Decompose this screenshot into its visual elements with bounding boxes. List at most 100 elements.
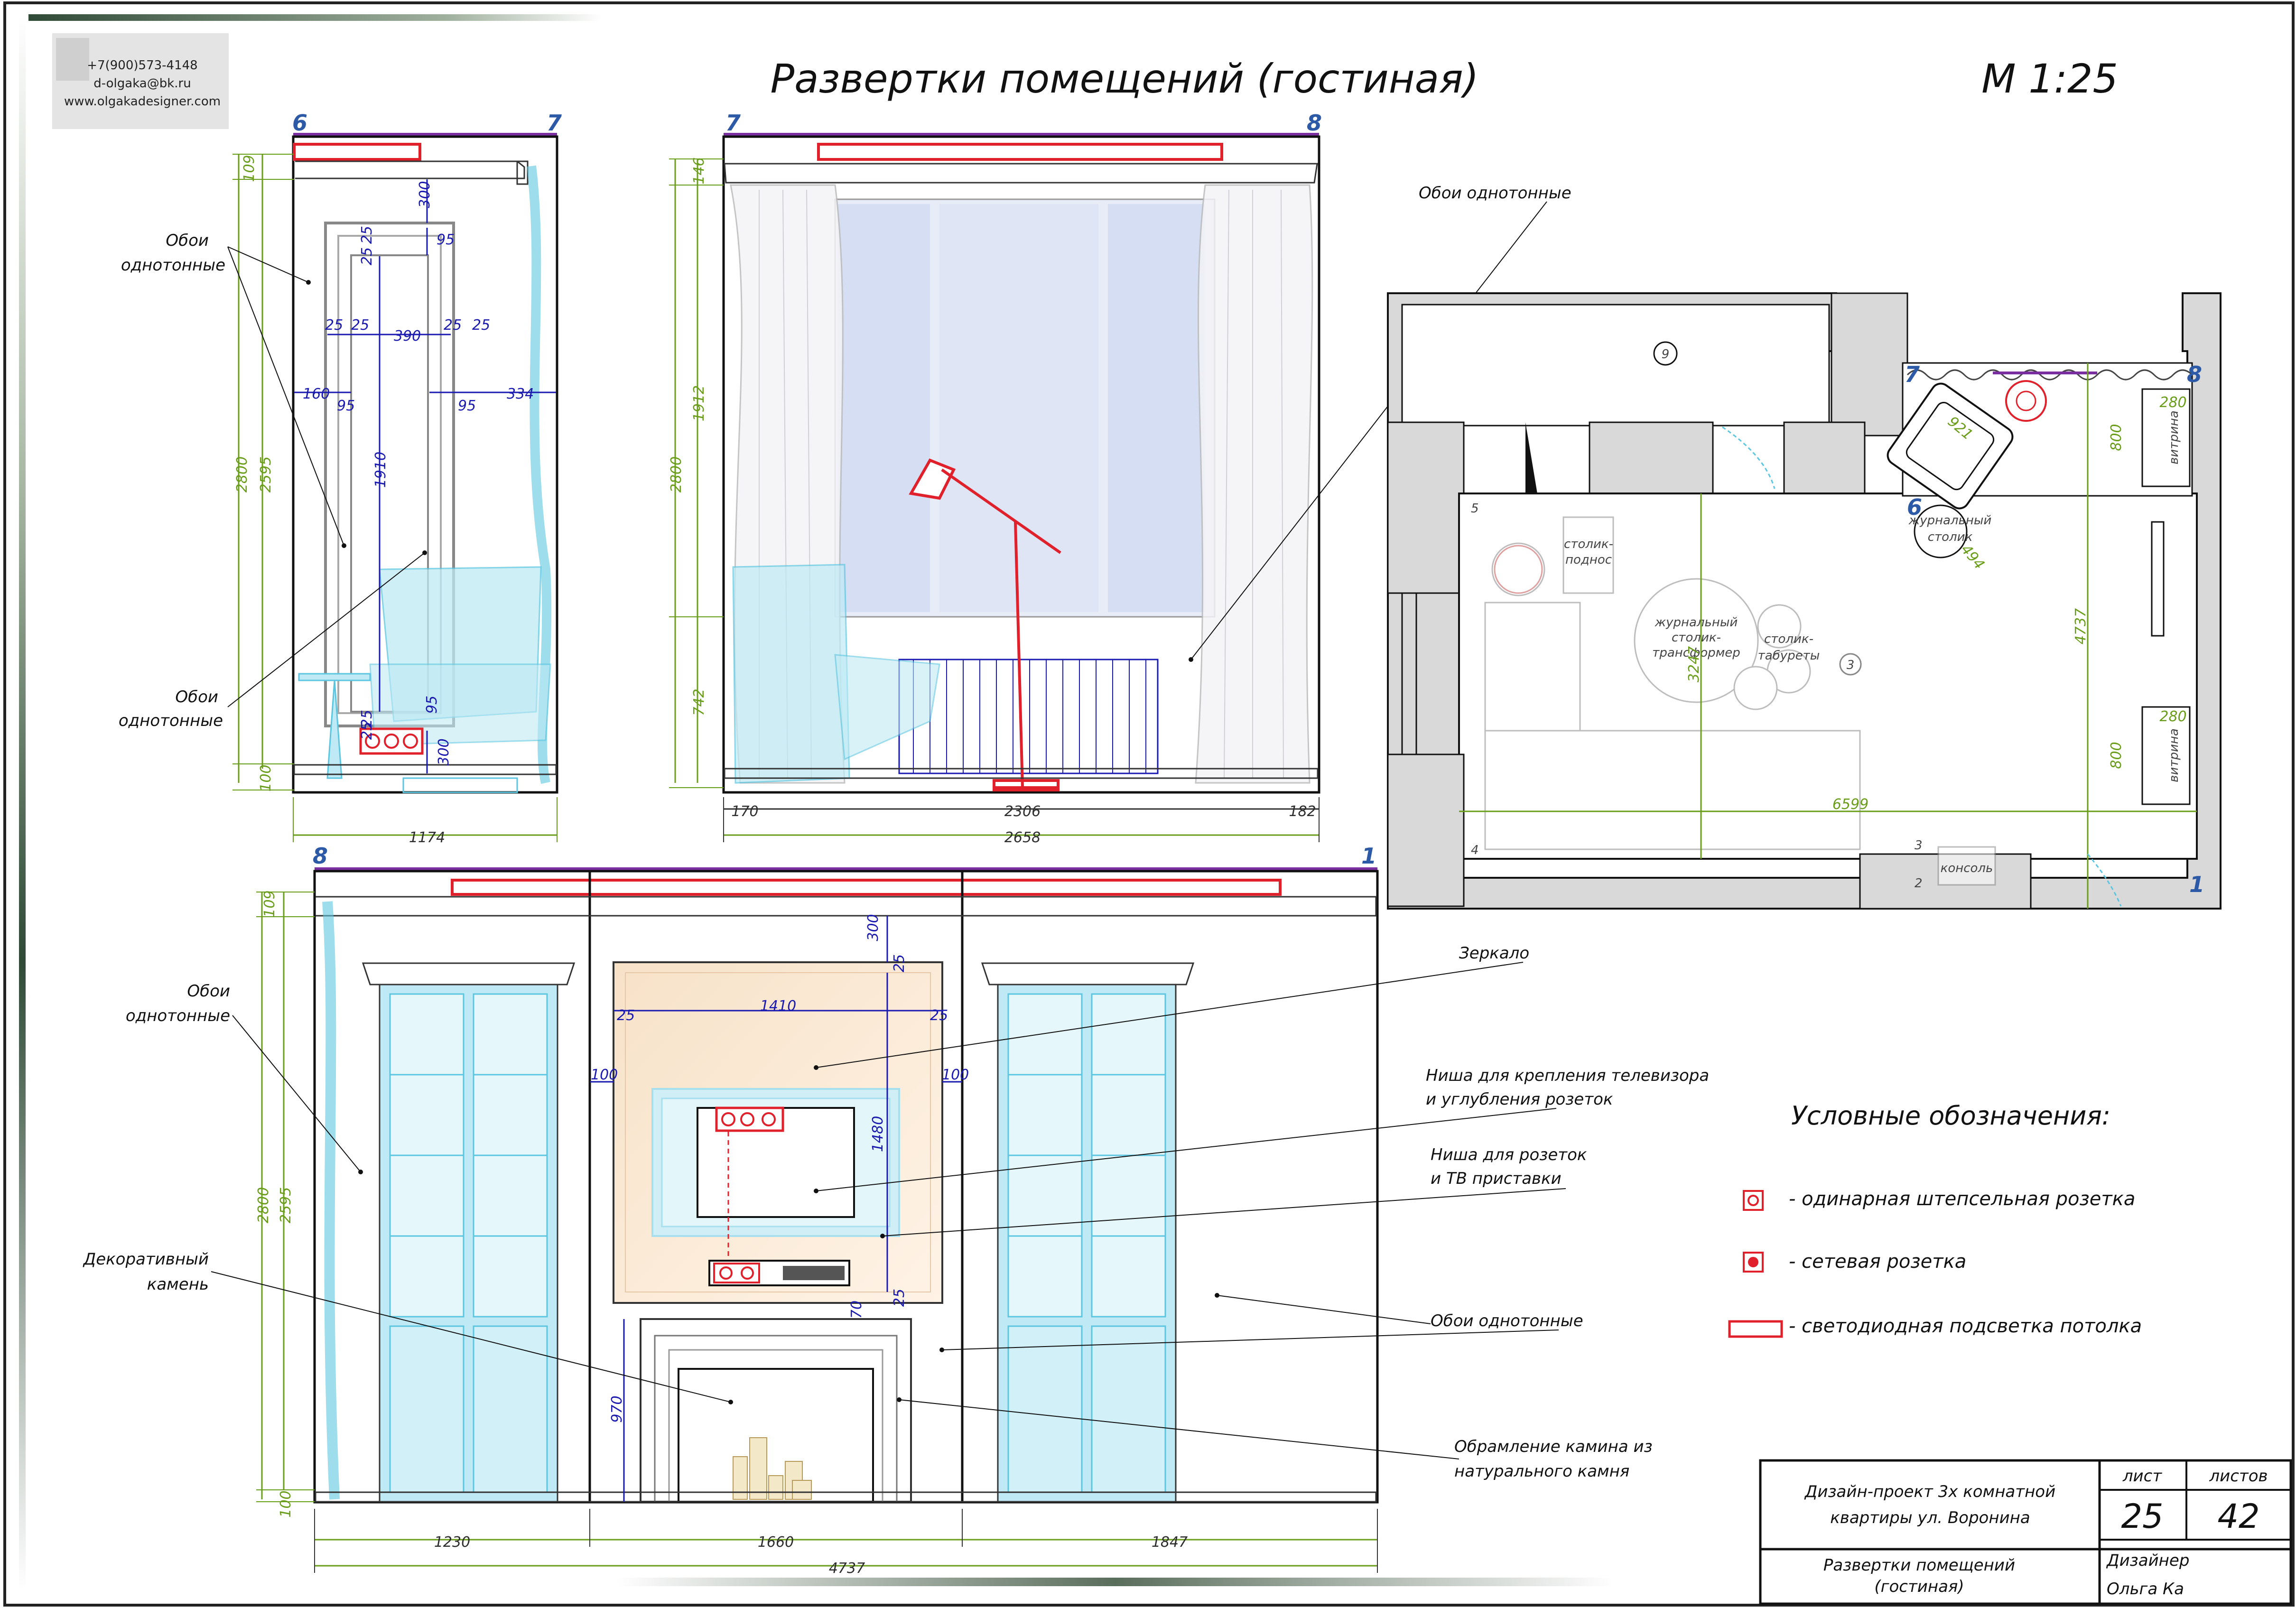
dim-label: 1660 [758, 1534, 794, 1551]
axis-label: 8 [2187, 362, 2202, 387]
axis-label: 1 [2189, 872, 2204, 897]
axis-label: 8 [1307, 110, 1322, 136]
room-number-marker [1653, 341, 1678, 366]
plan-label: трансформер [1652, 646, 1740, 660]
dim-label: 170 [731, 803, 758, 820]
dim-label: 1480 [870, 1116, 886, 1152]
dim-label: 160 [303, 386, 330, 402]
axis-label: 7 [547, 110, 562, 136]
dim-label: 280 [2159, 394, 2186, 411]
plan-label: витрина [2167, 410, 2181, 465]
sheets-total: 42 [2217, 1497, 2259, 1536]
note-stone: Декоративный [83, 1250, 209, 1269]
note-tv-niche: Ниша для крепления телевизора [1426, 1066, 1709, 1085]
dim-label: 970 [609, 1395, 625, 1422]
legend-single-socket: - одинарная штепсельная розетка [1789, 1188, 2135, 1210]
dim-label: 800 [2108, 424, 2125, 451]
dim-label: 1410 [760, 998, 796, 1014]
plan-label: поднос [1565, 553, 1612, 567]
dim-label: 25 [325, 317, 343, 334]
ceiling-cornice [295, 160, 525, 179]
drawing-name: (гостиная) [1874, 1577, 1964, 1596]
dim-label: 300 [865, 914, 882, 941]
sheet-label: лист [2122, 1467, 2163, 1486]
room-number: 3 [1847, 658, 1855, 672]
dim-label: 95 [337, 398, 355, 414]
dim-label: 100 [258, 764, 274, 791]
ghost-furniture [1484, 516, 1996, 886]
elevation-8-1: 8 1 [83, 843, 1710, 1577]
side-table [298, 673, 371, 681]
curtain [322, 901, 340, 1500]
sheets-label: листов [2209, 1467, 2268, 1486]
dim-label: 25 [930, 1007, 948, 1024]
axis-label: 1 [1361, 843, 1376, 869]
dim-label: 25 [891, 954, 908, 972]
led-strip [817, 143, 1223, 161]
dim-label: 109 [241, 155, 258, 182]
dim-label: 2306 [1004, 803, 1041, 820]
axis-label: 6 [292, 110, 307, 136]
dim-label: 2595 [258, 456, 274, 493]
floor-plan: витрина витрина 800 800 280 280 журнальн… [1387, 292, 2222, 910]
dim-label: 2658 [1004, 829, 1041, 846]
plan-label: столик- [1672, 631, 1721, 645]
note-stone: камень [147, 1275, 209, 1294]
elevation-7-8: 7 8 [668, 110, 1571, 846]
dim-label: 25 [359, 710, 375, 728]
note-wallpaper: Обои однотонные [1419, 184, 1571, 203]
dim-label: 300 [436, 738, 452, 765]
dim-label: 800 [2108, 742, 2125, 769]
sheet-scale: М 1:25 [1981, 56, 2118, 102]
radiator [898, 659, 1159, 774]
contact-block: +7(900)573-4148 d-olgaka@bk.ru www.olgak… [52, 33, 229, 129]
dim-label: 25 [617, 1007, 635, 1024]
dim-label: 6599 [1832, 796, 1868, 813]
dim-label: 280 [2159, 708, 2186, 725]
dim-label: 25 [359, 247, 375, 265]
candles [733, 1437, 812, 1500]
room-number: 9 [1662, 347, 1670, 362]
note-socket-niche: Ниша для розеток [1431, 1145, 1587, 1164]
note-fireplace: Обрамление камина из [1454, 1437, 1653, 1456]
plan-label: 2 [1915, 876, 1923, 891]
glass-cabinet-left [362, 962, 576, 1503]
plan-label: журнальный [1655, 615, 1738, 630]
floor-lamp-plan [2005, 380, 2047, 422]
plan-label: столик [1928, 530, 1973, 544]
plan-label: витрина [2167, 728, 2181, 782]
plan-label: 4 [1471, 843, 1479, 857]
coffee-table-plan [1914, 504, 1968, 558]
designer-name: Ольга Ка [2107, 1580, 2184, 1599]
dim-label: 2595 [278, 1187, 294, 1223]
drawing-name: Развертки помещений [1823, 1556, 2015, 1575]
led-strip [451, 879, 1282, 896]
note-wallpaper: Обои [175, 688, 218, 706]
axis-label: 8 [313, 843, 328, 869]
dim-label: 70 [848, 1301, 865, 1319]
tv-socket-block [715, 1106, 784, 1132]
ceiling-cornice [724, 163, 1318, 184]
elevation-6-7: 6 7 109 2800 2595 1 [119, 110, 562, 846]
contact-email: d-olgaka@bk.ru [93, 76, 191, 91]
dim-label: 95 [424, 696, 440, 714]
dim-label: 2800 [668, 456, 685, 493]
note-fireplace: натурального камня [1454, 1462, 1629, 1481]
dim-label: 109 [261, 890, 278, 917]
vitrina [2141, 706, 2191, 805]
legend: Условные обозначения: - одинарная штепсе… [1728, 1101, 2142, 1338]
plan-armchair [1887, 382, 2014, 510]
legend-title: Условные обозначения: [1791, 1101, 2110, 1131]
designer-label: Дизайнер [2106, 1551, 2189, 1570]
legend-led: - светодиодная подсветка потолка [1789, 1315, 2142, 1337]
dim-label: 300 [417, 181, 433, 208]
dim-label: 334 [507, 386, 534, 402]
dim-label: 182 [1289, 803, 1316, 820]
plan-label: 5 [1471, 502, 1479, 516]
sheet-number: 25 [2121, 1497, 2163, 1536]
plan-label: 3 [1915, 838, 1923, 853]
dim-label: 2800 [234, 456, 251, 493]
contact-phone: +7(900)573-4148 [87, 58, 197, 73]
plan-label: столик- [1764, 632, 1813, 646]
title-block: Дизайн-проект 3х комнатной квартиры ул. … [1759, 1459, 2292, 1605]
